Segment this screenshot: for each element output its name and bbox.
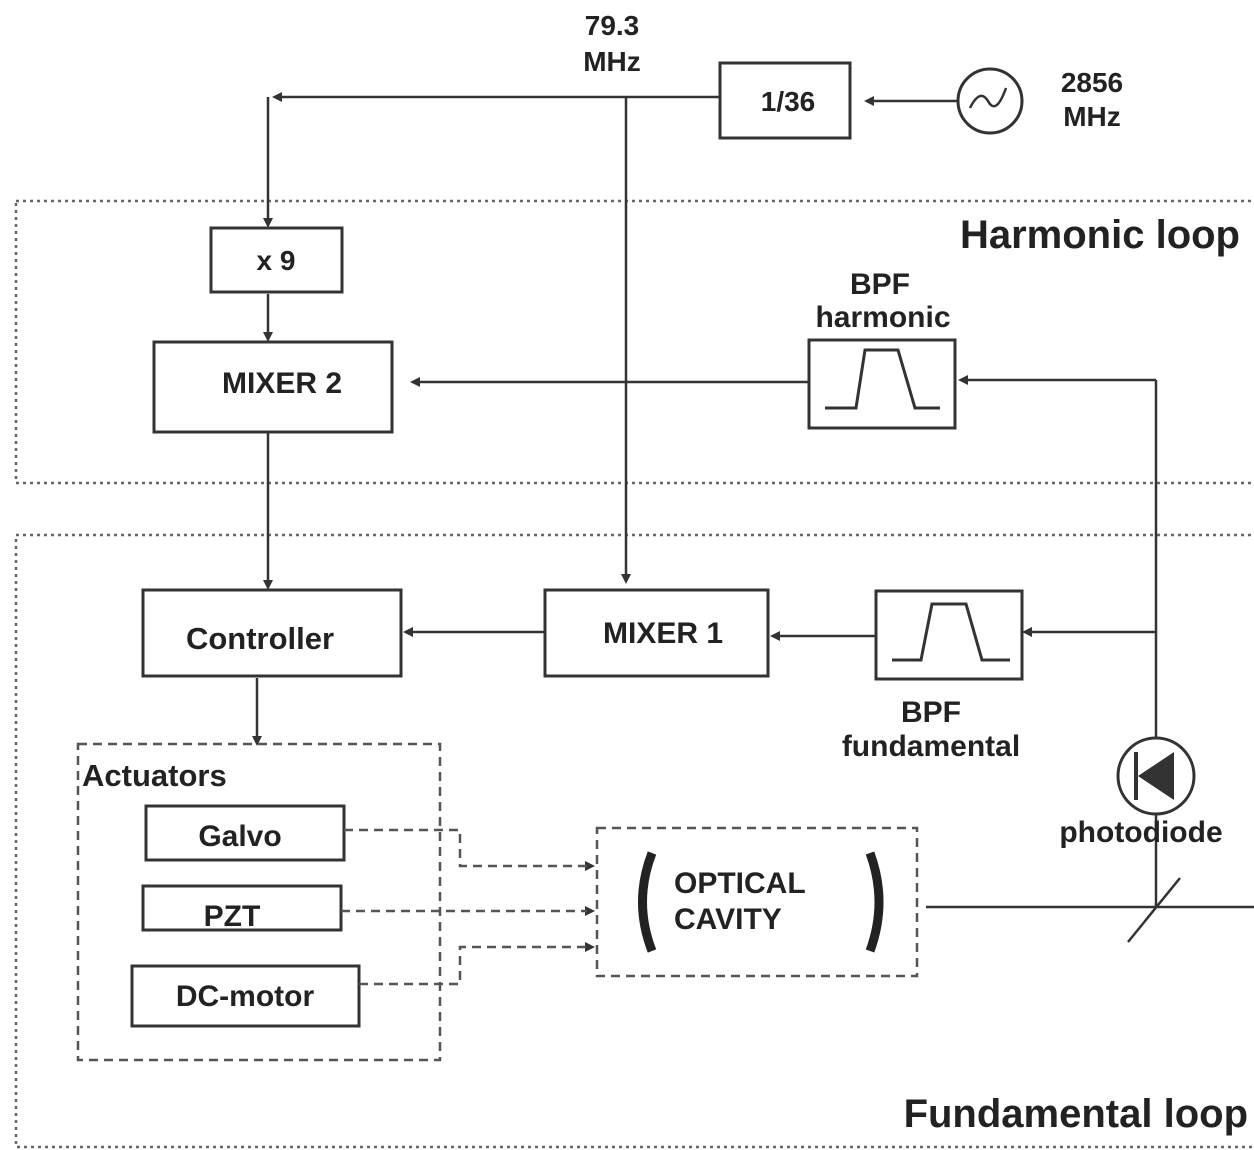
bpf-harmonic-title: BPF bbox=[850, 268, 910, 301]
right-mirror-icon bbox=[865, 851, 884, 953]
bpf-harmonic-block: BPF harmonic bbox=[807, 268, 957, 430]
source-freq-unit: MHz bbox=[1063, 101, 1121, 132]
bandpass-icon bbox=[825, 348, 940, 410]
fundamental-loop-label: Fundamental loop bbox=[904, 1092, 1248, 1136]
actuator-links bbox=[341, 828, 587, 986]
dcmotor-label: DC-motor bbox=[176, 980, 315, 1013]
mixer2-block: MIXER 2 bbox=[152, 340, 394, 434]
photodiode: photodiode bbox=[1059, 736, 1223, 849]
bpf-harmonic-subtitle: harmonic bbox=[815, 301, 950, 334]
bandpass-icon bbox=[892, 602, 1010, 662]
pzt-label: PZT bbox=[204, 900, 261, 933]
diode-icon bbox=[1138, 752, 1174, 800]
signal-wires bbox=[255, 95, 1254, 943]
bpf-fundamental-title: BPF bbox=[901, 696, 961, 729]
bpf-fundamental-block: BPF fundamental bbox=[842, 589, 1024, 763]
multiplier-block: x 9 bbox=[209, 226, 344, 294]
cavity-line2: CAVITY bbox=[674, 903, 782, 936]
left-mirror-icon bbox=[638, 851, 657, 953]
divider-label: 1/36 bbox=[761, 86, 816, 117]
controller-block: Controller bbox=[141, 588, 403, 678]
divider-block: 1/36 bbox=[718, 61, 852, 140]
multiplier-label: x 9 bbox=[257, 245, 296, 276]
ref-freq-value: 79.3 bbox=[585, 10, 640, 41]
controller-label: Controller bbox=[186, 621, 334, 656]
source-freq-value: 2856 bbox=[1061, 67, 1123, 98]
fundamental-loop-region bbox=[14, 533, 1254, 1149]
ref-freq-unit: MHz bbox=[583, 46, 641, 77]
harmonic-loop-label: Harmonic loop bbox=[960, 213, 1240, 257]
mixer1-block: MIXER 1 bbox=[543, 588, 770, 678]
actuators-group: Actuators Galvo PZT DC-motor bbox=[76, 742, 442, 1062]
arrowheads bbox=[252, 92, 1032, 952]
photodiode-label: photodiode bbox=[1059, 816, 1222, 849]
bpf-fundamental-subtitle: fundamental bbox=[842, 730, 1020, 763]
cavity-line1: OPTICAL bbox=[674, 867, 806, 900]
mixer2-label: MIXER 2 bbox=[222, 367, 342, 400]
harmonic-loop-region bbox=[14, 199, 1254, 485]
rf-source: 2856 MHz bbox=[956, 67, 1123, 135]
mixer1-label: MIXER 1 bbox=[603, 617, 723, 650]
optical-cavity: OPTICAL CAVITY bbox=[595, 826, 919, 978]
actuators-title: Actuators bbox=[82, 758, 227, 793]
sine-wave-icon bbox=[968, 87, 1008, 109]
galvo-label: Galvo bbox=[198, 820, 281, 853]
